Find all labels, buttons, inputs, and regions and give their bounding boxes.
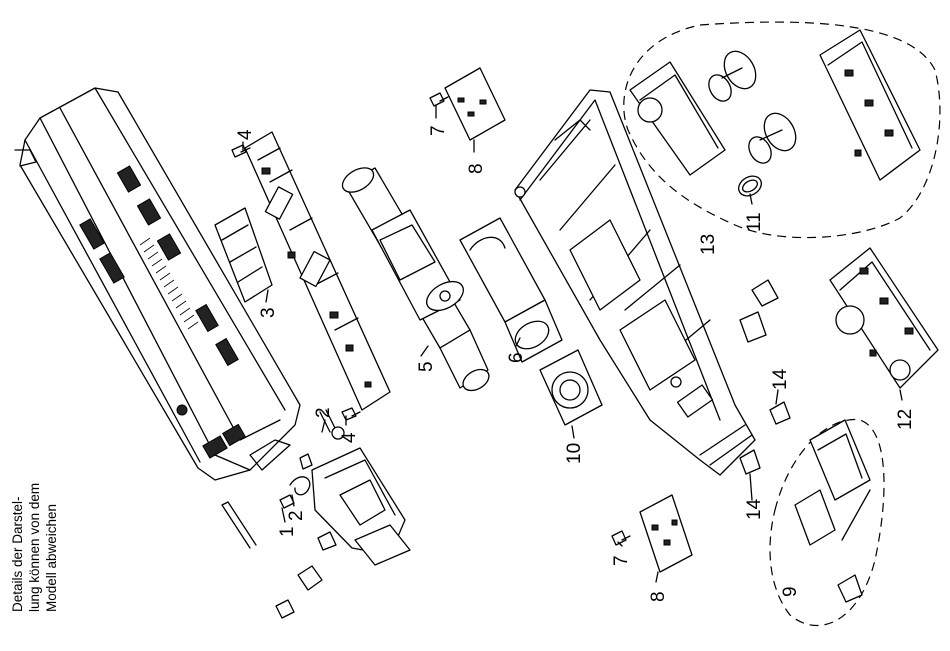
- label-5: 5: [416, 361, 437, 372]
- label-7-top: 7: [428, 125, 449, 136]
- label-2-lower: 2: [286, 510, 307, 521]
- board-8-bottom: [640, 495, 692, 572]
- label-10: 10: [564, 443, 585, 464]
- label-7-bottom: 7: [611, 555, 632, 566]
- label-4-top: 4: [235, 129, 256, 140]
- note-line-1: Details der Darstel-: [10, 496, 25, 612]
- label-11: 11: [744, 212, 765, 232]
- label-8-bottom: 8: [648, 591, 669, 602]
- board-8-top: [445, 68, 505, 140]
- screw-4-bottom: [342, 408, 360, 420]
- label-1: 1: [277, 526, 298, 537]
- label-14-upper: 14: [770, 368, 791, 390]
- label-2-upper: 2: [313, 407, 334, 418]
- disclaimer-note: Details der Darstel- lung können von dem…: [10, 483, 59, 612]
- note-line-3: Modell abweichen: [44, 504, 59, 612]
- label-6: 6: [506, 352, 527, 363]
- label-12: 12: [895, 409, 916, 430]
- label-8-top: 8: [466, 163, 487, 174]
- screw-7-top: [430, 93, 448, 106]
- bogie-12: [830, 248, 938, 388]
- bogie-group-13: [624, 22, 940, 238]
- label-9: 9: [780, 586, 801, 597]
- screw-7-bottom: [612, 531, 630, 545]
- label-14-lower: 14: [744, 498, 765, 520]
- speaker-part-10: [540, 350, 602, 425]
- note-line-2: lung können von dem: [27, 483, 42, 612]
- label-3: 3: [258, 307, 279, 318]
- label-13: 13: [698, 234, 719, 255]
- label-4-bottom: 4: [339, 432, 360, 443]
